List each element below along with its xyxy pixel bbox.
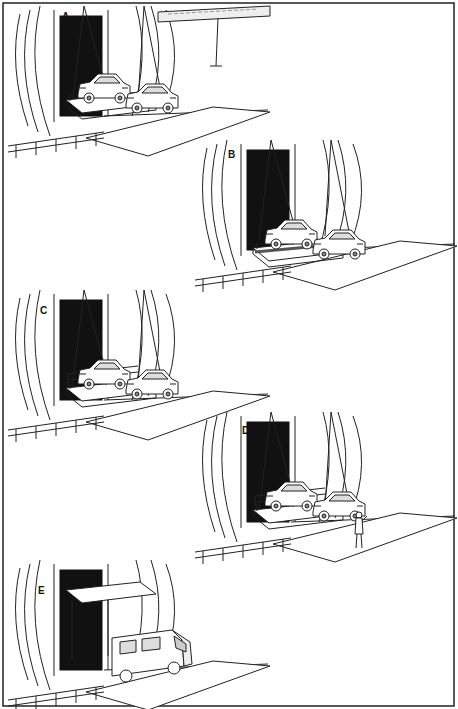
- ship-bow: [8, 560, 270, 709]
- van: [112, 630, 192, 682]
- panel-letter: A: [62, 12, 69, 22]
- car: [126, 84, 178, 113]
- crew-member: [355, 512, 367, 548]
- ship-bow: [8, 6, 270, 158]
- panel-c: [8, 290, 270, 442]
- panel-letter: E: [38, 586, 45, 596]
- raised-cables: [72, 596, 108, 660]
- car: [265, 482, 317, 511]
- deck-beam: [158, 6, 270, 22]
- beam-pattern: [168, 9, 258, 14]
- panel-b: [195, 140, 457, 292]
- panel-letter: B: [228, 150, 235, 160]
- panel-e: [8, 560, 270, 709]
- car: [78, 360, 130, 389]
- car: [126, 370, 178, 399]
- panel-d: [195, 412, 457, 564]
- car: [313, 230, 365, 259]
- ship-bow: [195, 140, 457, 292]
- ship-bow: [195, 412, 457, 564]
- panel-letter: D: [242, 426, 249, 436]
- panel-a: [8, 6, 270, 158]
- car: [265, 220, 317, 249]
- hoist-hook: [210, 18, 222, 66]
- raised-car-deck: [66, 582, 156, 603]
- panel-letter: C: [40, 306, 47, 316]
- ship-bow: [8, 290, 270, 442]
- car: [78, 74, 130, 103]
